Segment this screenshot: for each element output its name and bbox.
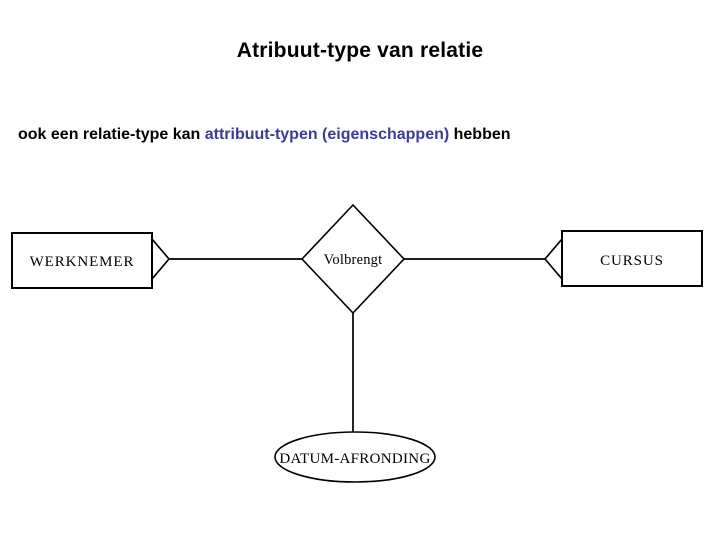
connector-werknemer-volbrengt — [151, 238, 302, 280]
relationship-volbrengt[interactable]: Volbrengt — [300, 203, 406, 315]
entity-werknemer-label: WERKNEMER — [30, 254, 135, 270]
page-title: Atribuut-type van relatie — [236, 39, 484, 62]
connector-volbrengt-cursus — [404, 238, 563, 280]
subtitle-trail-text: hebben — [449, 126, 511, 143]
subtitle-accent-text: attribuut-typen (eigenschappen) — [204, 126, 450, 143]
entity-cursus[interactable]: CURSUS — [561, 230, 703, 287]
subtitle-lead-text: ook een relatie-type kan — [18, 126, 205, 143]
entity-cursus-label: CURSUS — [600, 253, 664, 269]
attribute-datum-afronding-label: DATUM-AFRONDING — [279, 451, 430, 467]
relationship-volbrengt-label: Volbrengt — [324, 252, 383, 268]
crows-foot-icon-cursus — [544, 238, 563, 280]
entity-werknemer[interactable]: WERKNEMER — [11, 232, 153, 289]
crows-foot-icon-werknemer — [151, 238, 170, 280]
attribute-datum-afronding[interactable]: DATUM-AFRONDING — [274, 431, 436, 483]
slide-subtitle: ook een relatie-type kan attribuut-typen… — [18, 124, 708, 146]
